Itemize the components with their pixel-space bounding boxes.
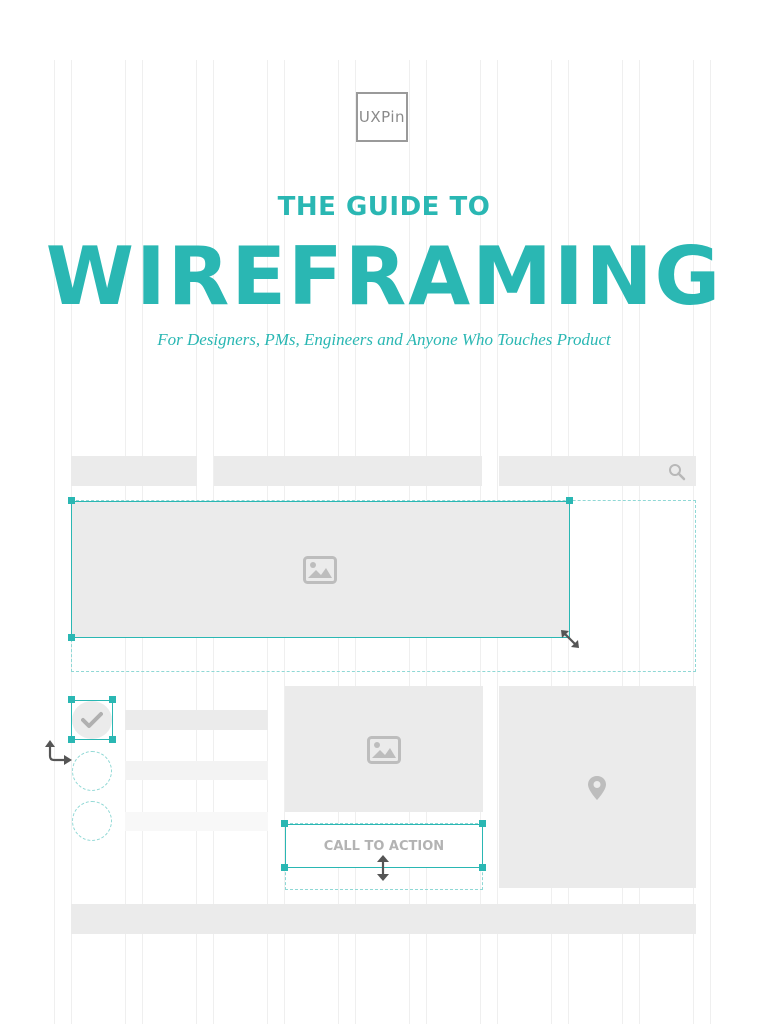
grid-line — [639, 60, 640, 1024]
resize-diagonal-icon[interactable] — [559, 628, 581, 650]
radio-placeholder — [72, 801, 112, 841]
resize-handle[interactable] — [479, 864, 486, 871]
resize-handle[interactable] — [68, 497, 75, 504]
card-image-placeholder — [285, 686, 483, 812]
cover-kicker: THE GUIDE TO — [277, 192, 491, 222]
resize-handle[interactable] — [281, 820, 288, 827]
resize-handle[interactable] — [479, 820, 486, 827]
image-icon — [367, 736, 401, 764]
logo-text: UXPin — [358, 108, 406, 126]
cta-label: CALL TO ACTION — [323, 838, 445, 854]
list-item-line — [125, 710, 268, 730]
list-item-line — [125, 761, 268, 780]
resize-handle[interactable] — [566, 497, 573, 504]
hero-selection-frame[interactable] — [71, 501, 570, 638]
search-icon — [669, 464, 686, 481]
footer-placeholder — [71, 904, 696, 934]
list-item-line — [125, 812, 268, 831]
uxpin-logo: UXPin — [356, 92, 408, 142]
grid-line — [693, 60, 694, 1024]
checkbox-selection-frame[interactable] — [71, 700, 113, 740]
checkmark-icon — [81, 712, 103, 728]
resize-handle[interactable] — [109, 696, 116, 703]
map-pin-icon — [588, 776, 606, 800]
map-placeholder — [499, 686, 696, 888]
grid-line — [54, 60, 55, 1024]
grid-line — [622, 60, 623, 1024]
nav-placeholder-left — [71, 456, 197, 486]
nav-placeholder-center — [214, 456, 482, 486]
grid-line — [710, 60, 711, 1024]
call-to-action-button[interactable]: CALL TO ACTION — [285, 824, 483, 868]
resize-handle[interactable] — [281, 864, 288, 871]
resize-handle[interactable] — [68, 634, 75, 641]
resize-handle[interactable] — [68, 736, 75, 743]
cover-title: WIREFRAMING — [45, 230, 723, 323]
search-bar-placeholder — [499, 456, 696, 486]
hero-image-placeholder — [71, 501, 570, 638]
resize-handle[interactable] — [68, 696, 75, 703]
cover-subtitle: For Designers, PMs, Engineers and Anyone… — [157, 330, 611, 349]
radio-placeholder — [72, 751, 112, 791]
resize-handle[interactable] — [109, 736, 116, 743]
checkbox-placeholder — [72, 701, 112, 739]
image-icon — [303, 556, 337, 584]
resize-vertical-icon[interactable] — [376, 854, 390, 882]
rotate-arrow-icon[interactable] — [44, 738, 74, 766]
